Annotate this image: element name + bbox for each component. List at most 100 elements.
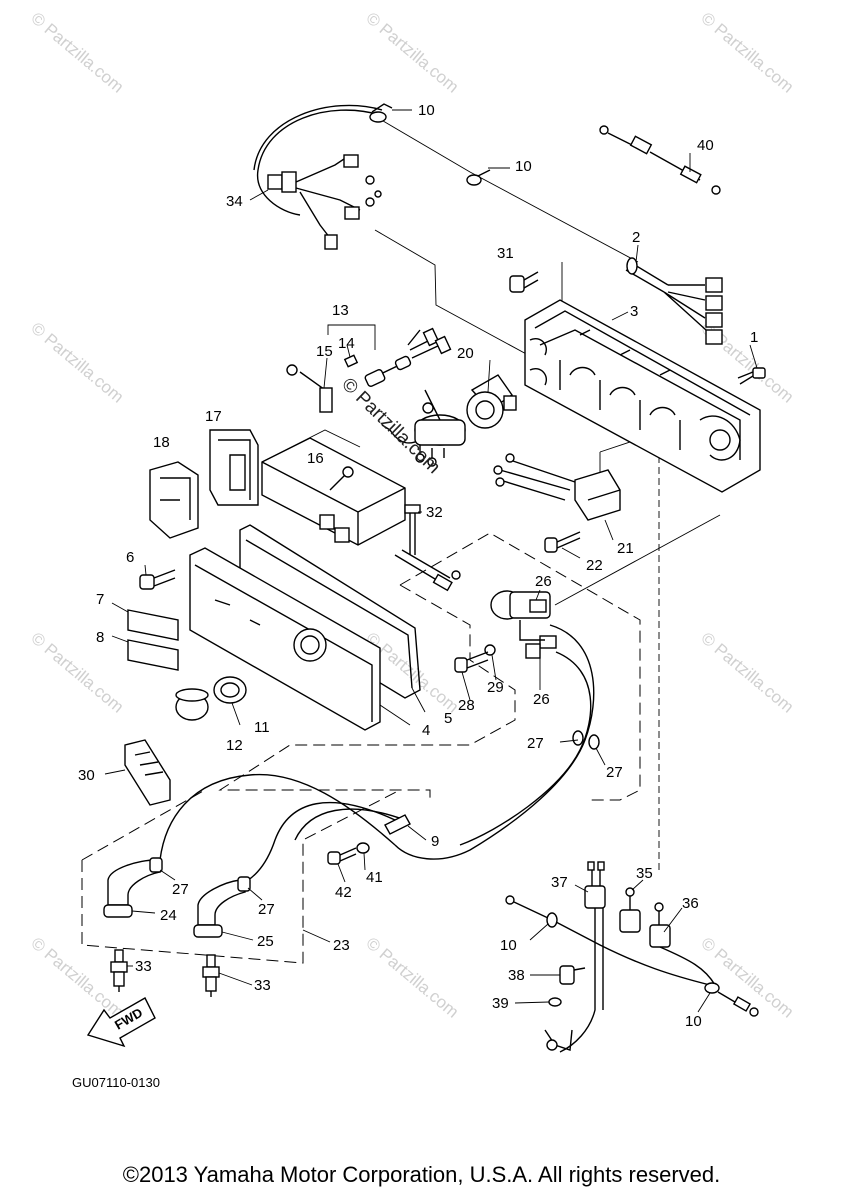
bolt-42 <box>327 847 357 865</box>
starter-relay <box>381 389 466 467</box>
callout-16[interactable]: 16 <box>307 450 324 467</box>
bolt-31 <box>509 271 539 293</box>
plug-cap-24 <box>103 857 163 918</box>
bolt-38 <box>559 965 586 985</box>
callout-2[interactable]: 2 <box>632 229 640 246</box>
callout-18[interactable]: 18 <box>153 434 170 451</box>
wire-lead-40 <box>599 125 721 195</box>
high-tension-cords <box>159 624 600 886</box>
callout-12[interactable]: 12 <box>226 737 243 754</box>
screw-1 <box>737 367 766 385</box>
callout-20[interactable]: 20 <box>457 345 474 362</box>
callout-34[interactable]: 34 <box>226 193 243 210</box>
bracket-17 <box>209 429 259 506</box>
watermark: © Partzilla.com <box>27 9 127 97</box>
callout-36[interactable]: 36 <box>682 895 699 912</box>
callout-15[interactable]: 15 <box>316 343 333 360</box>
callout-5[interactable]: 5 <box>444 710 452 727</box>
label-plate-7 <box>127 609 179 641</box>
terminal-lower <box>544 1029 573 1051</box>
label-plate-8 <box>127 639 179 671</box>
cover-30 <box>124 739 171 806</box>
callout-42[interactable]: 42 <box>335 884 352 901</box>
electrical-box-3 <box>524 299 761 493</box>
callout-21[interactable]: 21 <box>617 540 634 557</box>
callout-27-right-a[interactable]: 27 <box>527 735 544 752</box>
callout-13[interactable]: 13 <box>332 302 349 319</box>
watermark: © Partzilla.com <box>697 9 797 97</box>
callout-28[interactable]: 28 <box>458 697 475 714</box>
clip-9 <box>384 814 411 835</box>
bracket-18 <box>149 461 199 539</box>
callout-29[interactable]: 29 <box>487 679 504 696</box>
callout-38[interactable]: 38 <box>508 967 525 984</box>
spark-plug-33a <box>110 949 128 992</box>
callout-9[interactable]: 9 <box>431 833 439 850</box>
plug-cap-25 <box>193 876 251 938</box>
callout-14[interactable]: 14 <box>338 335 355 352</box>
bolt-6 <box>139 569 176 590</box>
washer-29 <box>484 644 496 656</box>
callout-27-left-a[interactable]: 27 <box>172 881 189 898</box>
watermark: © Partzilla.com <box>27 629 127 717</box>
seal-11 <box>213 676 247 704</box>
callout-11[interactable]: 11 <box>254 719 270 736</box>
callout-26-bottom[interactable]: 26 <box>533 691 550 708</box>
callout-17[interactable]: 17 <box>205 408 222 425</box>
harness-2 <box>625 257 723 345</box>
callout-10-lower-left[interactable]: 10 <box>500 937 517 954</box>
callout-39[interactable]: 39 <box>492 995 509 1012</box>
callout-7[interactable]: 7 <box>96 591 104 608</box>
ignition-coil-26 <box>490 590 557 659</box>
callout-6[interactable]: 6 <box>126 549 134 566</box>
clamp-10-mid <box>466 169 491 186</box>
cover-4 <box>189 547 381 731</box>
washer-39 <box>548 997 562 1007</box>
dashed-groups <box>81 532 641 964</box>
callout-10-mid[interactable]: 10 <box>515 158 532 175</box>
callout-3[interactable]: 3 <box>630 303 638 320</box>
callout-25[interactable]: 25 <box>257 933 274 950</box>
regulator-21 <box>493 453 621 521</box>
collar-41 <box>356 842 370 854</box>
fuse-assembly-13 <box>286 324 452 413</box>
callout-33-right[interactable]: 33 <box>254 977 271 994</box>
diagram-code: GU07110-0130 <box>72 1075 160 1090</box>
watermark: © Partzilla.com <box>362 9 462 97</box>
watermark: © Partzilla.com <box>697 629 797 717</box>
clamp-10-top <box>369 103 393 123</box>
callout-27-left-b[interactable]: 27 <box>258 901 275 918</box>
cdi-unit-16 <box>261 437 406 546</box>
callout-33-left[interactable]: 33 <box>135 958 152 975</box>
leader-lines <box>104 109 758 1013</box>
bolt-28 <box>454 651 489 673</box>
callout-24[interactable]: 24 <box>160 907 177 924</box>
copyright-notice: ©2013 Yamaha Motor Corporation, U.S.A. A… <box>122 1162 721 1187</box>
bolt-22 <box>544 531 581 553</box>
callout-4[interactable]: 4 <box>422 722 430 739</box>
callout-37[interactable]: 37 <box>551 874 568 891</box>
cdi-wires <box>394 549 461 592</box>
watermark: © Partzilla.com <box>27 934 127 1022</box>
callout-31[interactable]: 31 <box>497 245 514 262</box>
callout-23[interactable]: 23 <box>333 937 350 954</box>
callout-32[interactable]: 32 <box>426 504 443 521</box>
watermark: © Partzilla.com <box>27 319 127 407</box>
callout-27-right-b[interactable]: 27 <box>606 764 623 781</box>
callout-26-top[interactable]: 26 <box>535 573 552 590</box>
callout-40[interactable]: 40 <box>697 137 714 154</box>
callout-8[interactable]: 8 <box>96 629 104 646</box>
pin-32 <box>404 504 421 555</box>
callout-30[interactable]: 30 <box>78 767 95 784</box>
callout-41[interactable]: 41 <box>366 869 383 886</box>
callout-22[interactable]: 22 <box>586 557 603 574</box>
callouts: 1 2 3 4 5 6 7 8 9 10 10 10 10 11 12 13 1… <box>78 102 758 1030</box>
wire-harness-34 <box>253 104 383 250</box>
callout-10-lower-right[interactable]: 10 <box>685 1013 702 1030</box>
spark-plug-33b <box>202 954 220 997</box>
cap-12 <box>175 688 209 721</box>
callout-1[interactable]: 1 <box>750 329 758 346</box>
callout-35[interactable]: 35 <box>636 865 653 882</box>
callout-10-top[interactable]: 10 <box>418 102 435 119</box>
